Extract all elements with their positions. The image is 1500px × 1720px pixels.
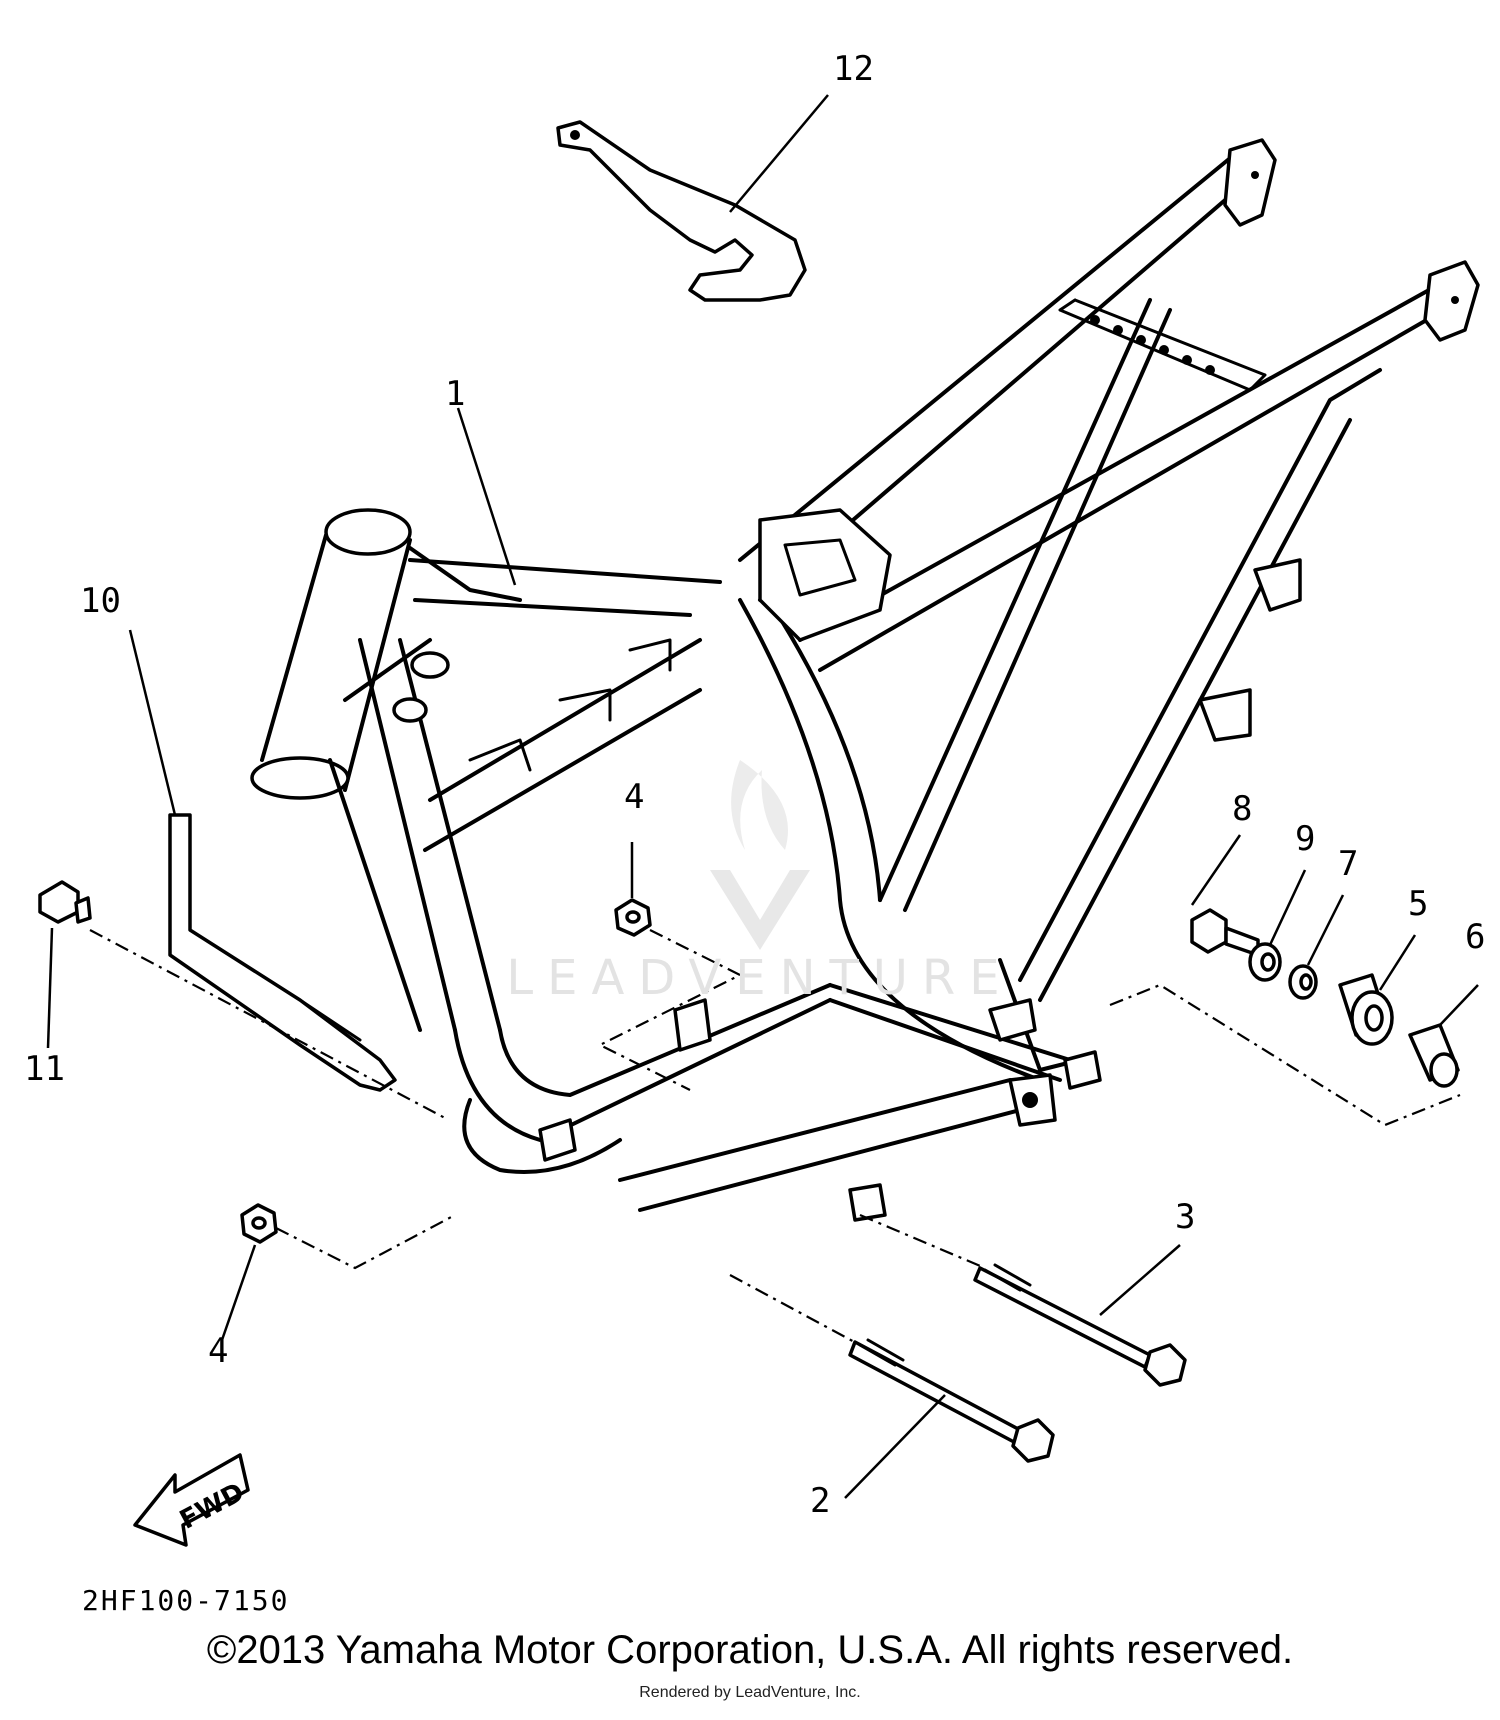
bolt-part-11: [38, 880, 92, 924]
washer-part-7: [1288, 964, 1318, 1000]
bar-part-10: [168, 813, 397, 1092]
callout-4-lower: 4: [208, 1331, 228, 1371]
copyright-text: ©2013 Yamaha Motor Corporation, U.S.A. A…: [206, 1628, 1294, 1672]
washer-part-9: [1248, 942, 1282, 982]
callout-labels: 1 2 3 4 4 5 6 7 8 9 10 11 12: [24, 49, 1485, 1521]
callout-2: 2: [810, 1481, 830, 1521]
callout-12: 12: [833, 49, 874, 89]
callout-6: 6: [1465, 917, 1485, 957]
callout-5: 5: [1408, 884, 1428, 924]
bushing-part-5: [1338, 973, 1394, 1046]
diagram-code: 2HF100-7150: [82, 1584, 289, 1617]
bolt-part-8: [1190, 908, 1260, 957]
rendered-by-text: Rendered by LeadVenture, Inc.: [639, 1684, 861, 1701]
assembly-lines: [89, 929, 1461, 1346]
leader-lines: [46, 94, 1479, 1499]
callout-7: 7: [1338, 844, 1358, 884]
callout-3: 3: [1175, 1197, 1195, 1237]
frame-part-1: [250, 138, 1480, 1222]
callout-10: 10: [80, 581, 121, 621]
callout-11: 11: [24, 1049, 65, 1089]
callout-1: 1: [445, 374, 465, 414]
nut-part-4-upper: [614, 898, 652, 937]
callout-4-upper: 4: [624, 777, 644, 817]
wrench-tool-part-12: [556, 120, 807, 302]
callout-9: 9: [1295, 819, 1315, 859]
collar-part-6: [1408, 1023, 1460, 1088]
fwd-arrow: FWD: [133, 1453, 250, 1547]
callout-8: 8: [1232, 789, 1252, 829]
bolt-part-3: [973, 1263, 1187, 1387]
bolt-part-2: [848, 1338, 1055, 1463]
nut-part-4-lower: [240, 1203, 278, 1244]
